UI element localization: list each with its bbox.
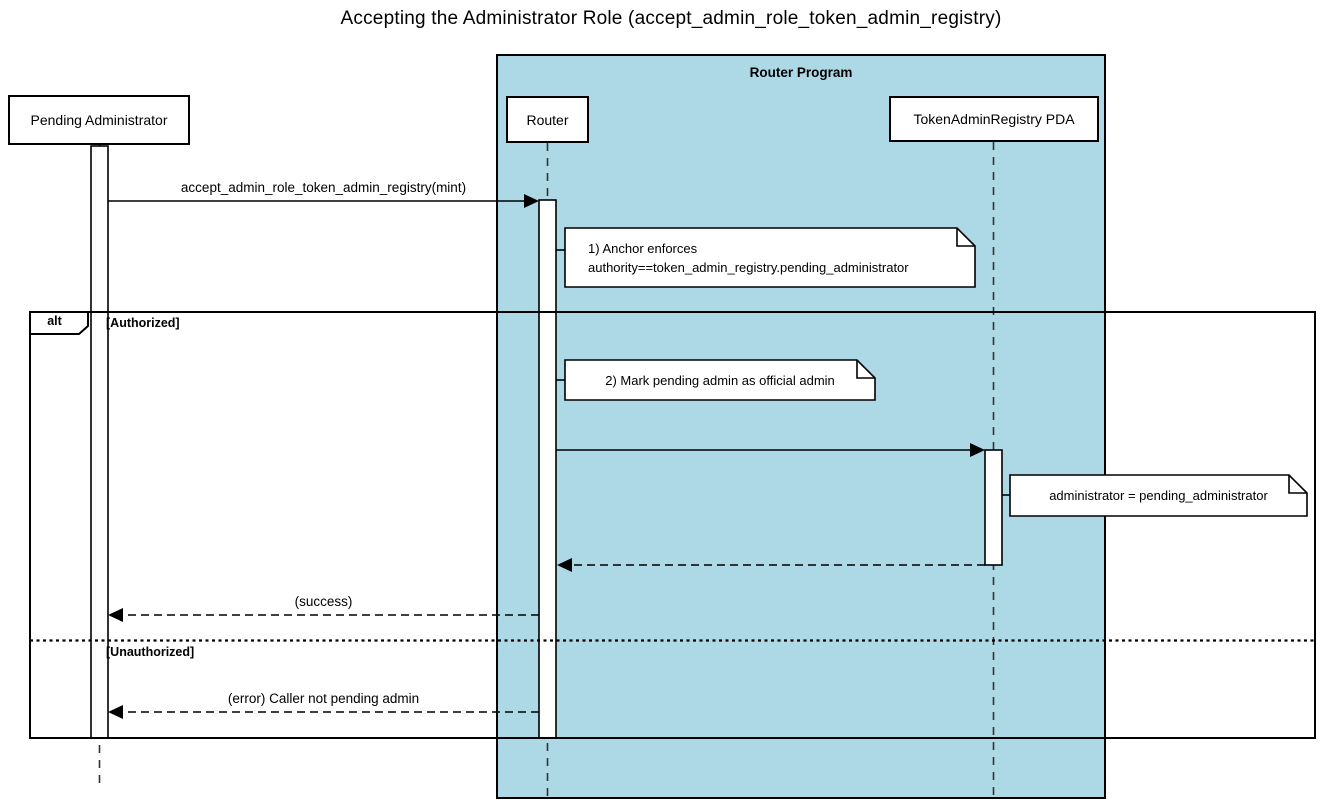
diagram-title: Accepting the Administrator Role (accept…	[340, 8, 1002, 29]
alt-operator-pentagon	[29, 311, 89, 335]
message-call-label: accept_admin_role_token_admin_registry(m…	[180, 180, 467, 195]
note2-line1: 2) Mark pending admin as official admin	[605, 372, 835, 388]
note2-mark-admin	[564, 359, 876, 401]
note1-anchor-enforces	[564, 227, 976, 288]
activation-pda	[984, 449, 1003, 566]
participant-pending-administrator: Pending Administrator	[8, 95, 190, 145]
activation-router	[538, 199, 557, 739]
note2-text: 2) Mark pending admin as official admin	[565, 360, 875, 400]
alt-fragment-frame	[29, 311, 1316, 739]
note1-line2: authority==token_admin_registry.pending_…	[588, 259, 909, 275]
arrow-error-head	[108, 705, 123, 719]
message-error-label: (error) Caller not pending admin	[227, 691, 420, 706]
note1-fold	[956, 228, 975, 247]
participant-token-admin-registry-pda-label: TokenAdminRegistry PDA	[913, 111, 1075, 127]
guard-unauthorized-label: [Unauthorized]	[106, 645, 195, 659]
guard-authorized-label: [Authorized]	[106, 316, 180, 330]
alt-operator-label: alt	[47, 314, 62, 328]
note3-line1: administrator = pending_administrator	[1049, 488, 1268, 503]
note3-text: administrator = pending_administrator	[1010, 475, 1307, 516]
arrow-update-head	[970, 443, 985, 457]
participant-pending-administrator-label: Pending Administrator	[30, 112, 168, 128]
participant-token-admin-registry-pda: TokenAdminRegistry PDA	[889, 96, 1099, 142]
note1-line1: 1) Anchor enforces	[588, 240, 698, 256]
arrow-call-head	[524, 194, 539, 208]
arrow-success-head	[108, 608, 123, 622]
note2-fold	[856, 360, 875, 379]
participant-router-label: Router	[526, 111, 569, 128]
participant-router: Router	[506, 96, 589, 143]
message-success-label: (success)	[294, 594, 353, 609]
router-program-container	[496, 54, 1106, 799]
note1-text: 1) Anchor enforces authority==token_admi…	[565, 228, 975, 287]
note3-fold	[1288, 475, 1307, 494]
arrow-pda-return-head	[557, 558, 572, 572]
note3-assign-admin	[1009, 474, 1308, 517]
router-program-label: Router Program	[749, 65, 853, 80]
